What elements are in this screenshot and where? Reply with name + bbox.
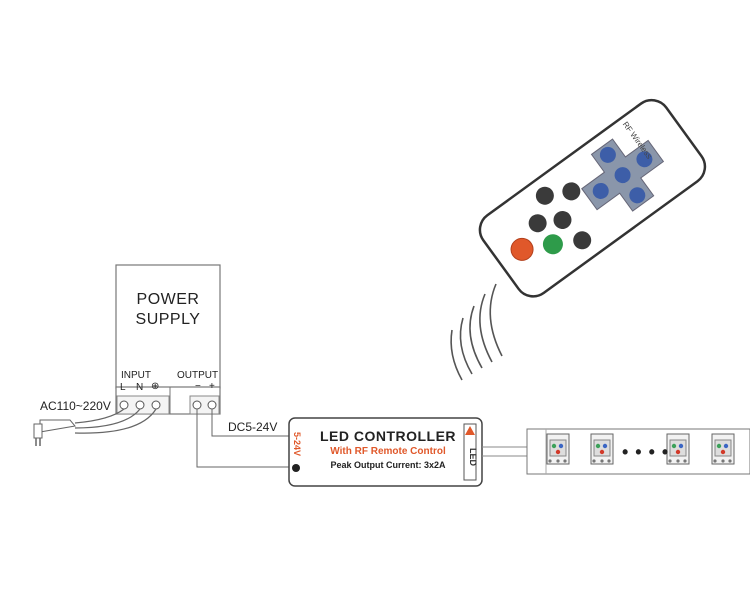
rf-signal-waves bbox=[450, 283, 503, 381]
terminal-minus-label: − bbox=[195, 381, 201, 392]
input-terminal-block bbox=[116, 395, 170, 415]
power-button[interactable] bbox=[507, 234, 538, 265]
direction-pad[interactable] bbox=[569, 123, 676, 228]
dark-button[interactable] bbox=[559, 179, 584, 204]
led-controller-box bbox=[288, 417, 483, 487]
warning-icon bbox=[465, 426, 475, 435]
terminal-ground-icon: ⊕ bbox=[151, 381, 160, 392]
controller-led-port-label: LED bbox=[468, 448, 478, 466]
output-terminal-block bbox=[189, 395, 220, 415]
controller-title: LED CONTROLLER bbox=[319, 428, 457, 444]
input-label: INPUT bbox=[121, 370, 151, 381]
terminal-l-label: L bbox=[120, 382, 126, 393]
mains-voltage-label: AC110~220V bbox=[40, 399, 111, 413]
led-chip bbox=[711, 433, 735, 465]
terminal-n-label: N bbox=[136, 382, 144, 393]
controller-subtitle: With RF Remote Control bbox=[330, 446, 446, 457]
controller-peak-output: Peak Output Current: 3x2A bbox=[330, 460, 446, 470]
dark-button[interactable] bbox=[532, 183, 557, 208]
rf-remote-control bbox=[478, 98, 707, 298]
led-chip bbox=[546, 433, 570, 465]
led-output-wiring bbox=[482, 446, 528, 457]
mains-plug-icon bbox=[33, 408, 157, 446]
connector-dot bbox=[292, 464, 300, 472]
led-strip bbox=[526, 428, 750, 475]
power-supply-title: POWER SUPPLY bbox=[118, 290, 218, 330]
output-label: OUTPUT bbox=[177, 370, 219, 381]
led-chip bbox=[590, 433, 614, 465]
controller-input-voltage-label: 5-24V bbox=[292, 432, 302, 457]
power-supply-unit bbox=[115, 264, 221, 415]
led-chip bbox=[666, 433, 690, 465]
dc-wiring bbox=[196, 409, 290, 468]
led-strip-ellipsis: • • • • bbox=[622, 442, 670, 462]
dc-voltage-label: DC5-24V bbox=[228, 420, 278, 434]
power-supply-title-line2: SUPPLY bbox=[135, 311, 201, 328]
power-supply-title-line1: POWER bbox=[136, 291, 200, 308]
green-button[interactable] bbox=[539, 230, 567, 258]
dark-button[interactable] bbox=[570, 228, 595, 253]
dark-button[interactable] bbox=[525, 211, 550, 236]
terminal-plus-label: + bbox=[209, 381, 215, 392]
dark-button[interactable] bbox=[550, 207, 575, 232]
